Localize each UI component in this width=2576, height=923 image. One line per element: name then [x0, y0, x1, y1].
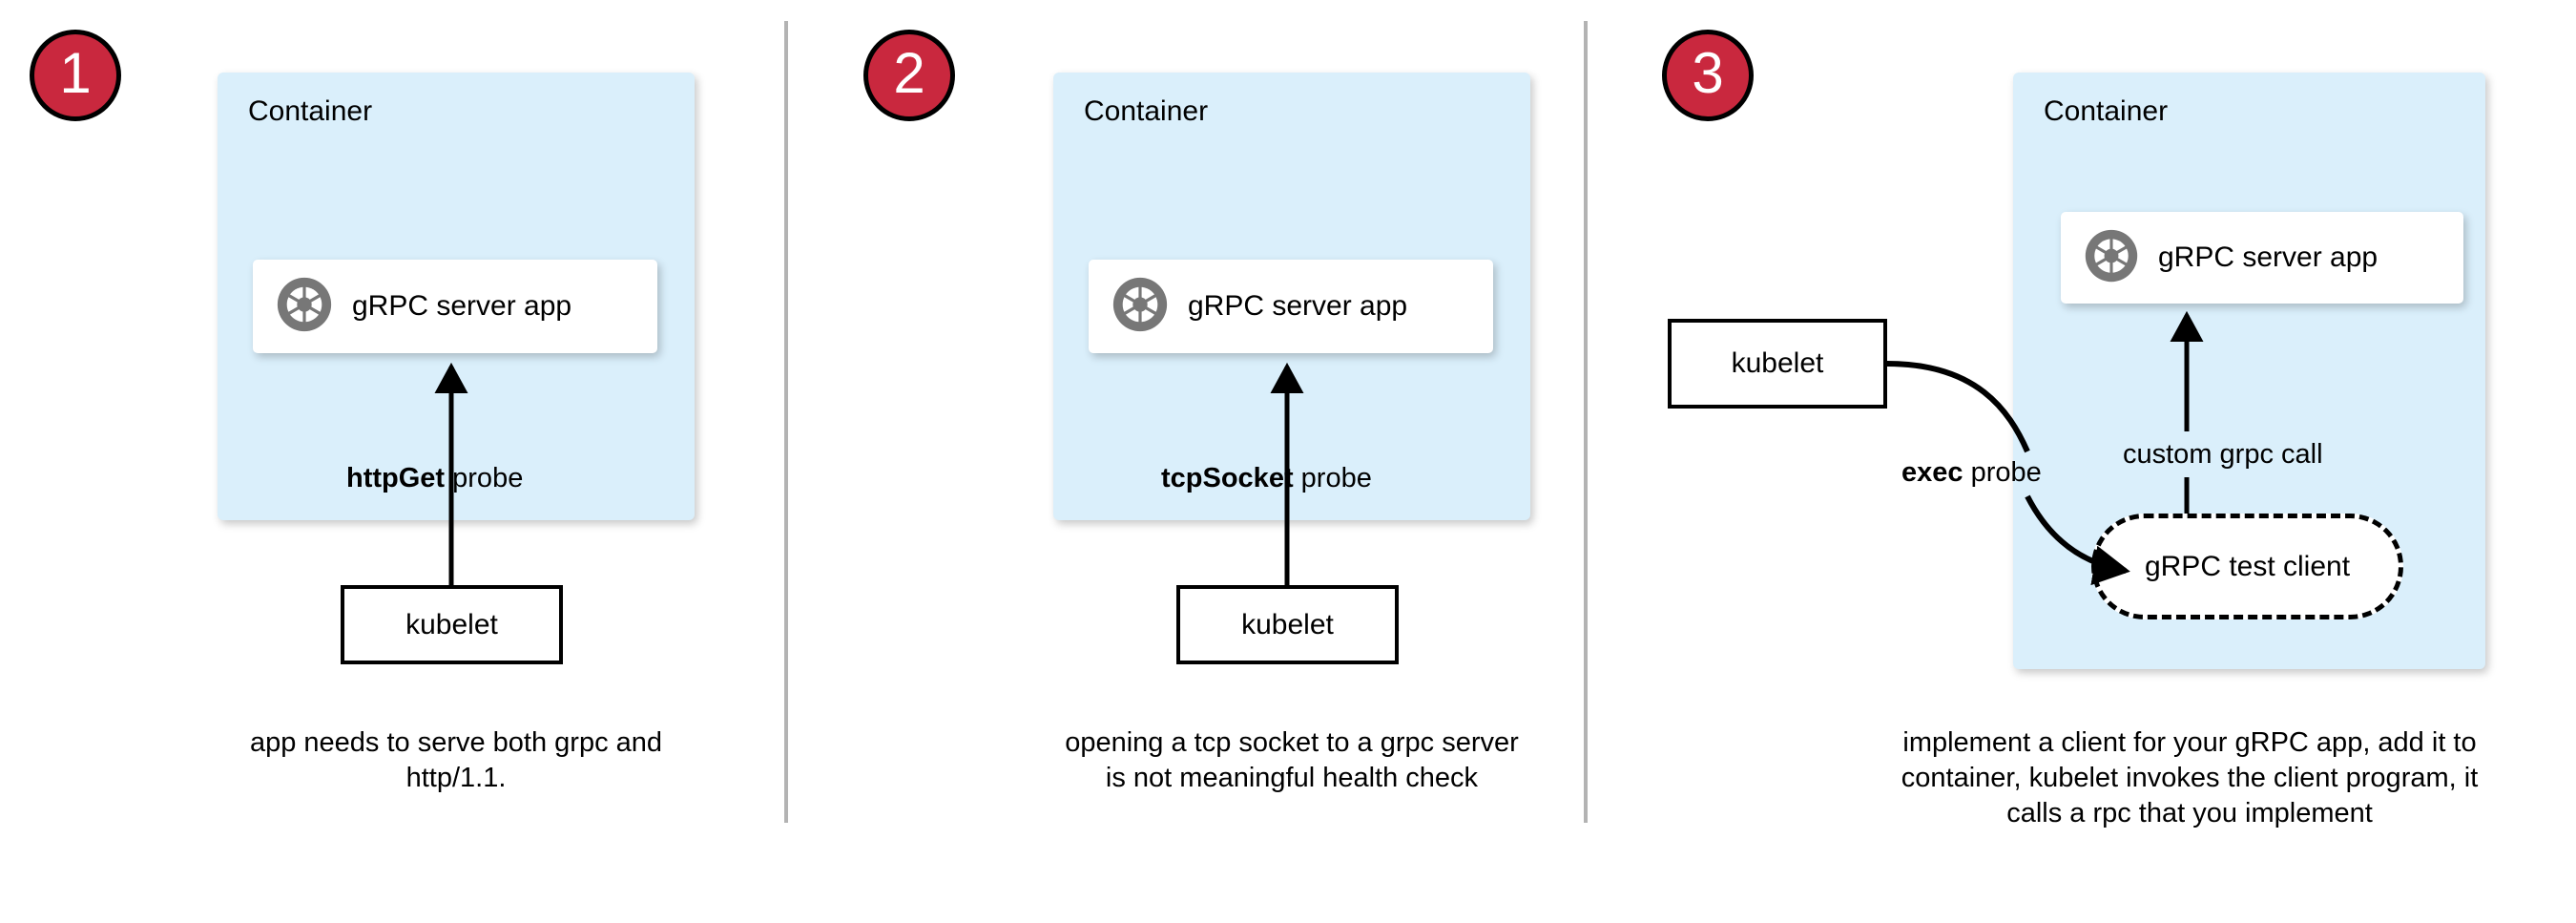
grpc-aperture-icon [1111, 276, 1169, 338]
step-badge-number: 3 [1692, 41, 1724, 105]
panel-caption-2: opening a tcp socket to a grpc server is… [1065, 727, 1519, 794]
grpc-aperture-icon [2084, 228, 2139, 288]
grpc-server-app-label: gRPC server app [2158, 241, 2379, 273]
grpc-server-app-label: gRPC server app [1188, 290, 1408, 322]
custom-grpc-call-label: custom grpc call [2123, 439, 2323, 470]
panel-caption-1: app needs to serve both grpc and http/1.… [249, 727, 663, 794]
grpc-server-app-card-1[interactable]: gRPC server app [253, 260, 657, 353]
tcpsocket-probe-label: tcpSocket probe [1161, 465, 1372, 493]
kubelet-label: kubelet [1241, 608, 1334, 640]
exec-probe-arrow [1886, 361, 2030, 453]
step-badge-2: 2 [863, 30, 955, 121]
probe-type-text: httpGet [346, 463, 446, 493]
step-badge-number: 1 [59, 41, 92, 105]
container-label: Container [248, 95, 373, 127]
probe-suffix-text: probe [1293, 463, 1372, 493]
step-badge-1: 1 [30, 30, 121, 121]
panel-divider-1 [784, 21, 788, 823]
kubelet-label: kubelet [405, 608, 498, 640]
probe-suffix-text: probe [1963, 457, 2042, 488]
grpc-test-client-label: gRPC test client [2144, 550, 2351, 582]
panel-caption-3: implement a client for your gRPC app, ad… [1901, 727, 2479, 829]
kubelet-box-2[interactable]: kubelet [1176, 585, 1399, 664]
probe-suffix-text: probe [445, 463, 524, 493]
kubelet-label: kubelet [1731, 347, 1824, 379]
probe-type-text: exec [1901, 457, 1963, 488]
container-label: Container [1084, 95, 1209, 127]
grpc-server-app-card-3[interactable]: gRPC server app [2061, 212, 2463, 304]
httpget-probe-label: httpGet probe [346, 465, 523, 493]
grpc-test-client-oval[interactable]: gRPC test client [2091, 514, 2403, 619]
step-badge-3: 3 [1662, 30, 1754, 121]
probe-type-text: tcpSocket [1161, 463, 1294, 493]
step-badge-number: 2 [893, 41, 925, 105]
exec-probe-label: exec probe [1901, 459, 2042, 487]
grpc-server-app-label: gRPC server app [352, 290, 572, 322]
grpc-aperture-icon [276, 276, 333, 338]
grpc-server-app-card-2[interactable]: gRPC server app [1089, 260, 1493, 353]
container-label: Container [2044, 95, 2169, 127]
panel-divider-2 [1584, 21, 1588, 823]
kubelet-box-1[interactable]: kubelet [341, 585, 563, 664]
kubelet-box-3[interactable]: kubelet [1668, 319, 1887, 409]
